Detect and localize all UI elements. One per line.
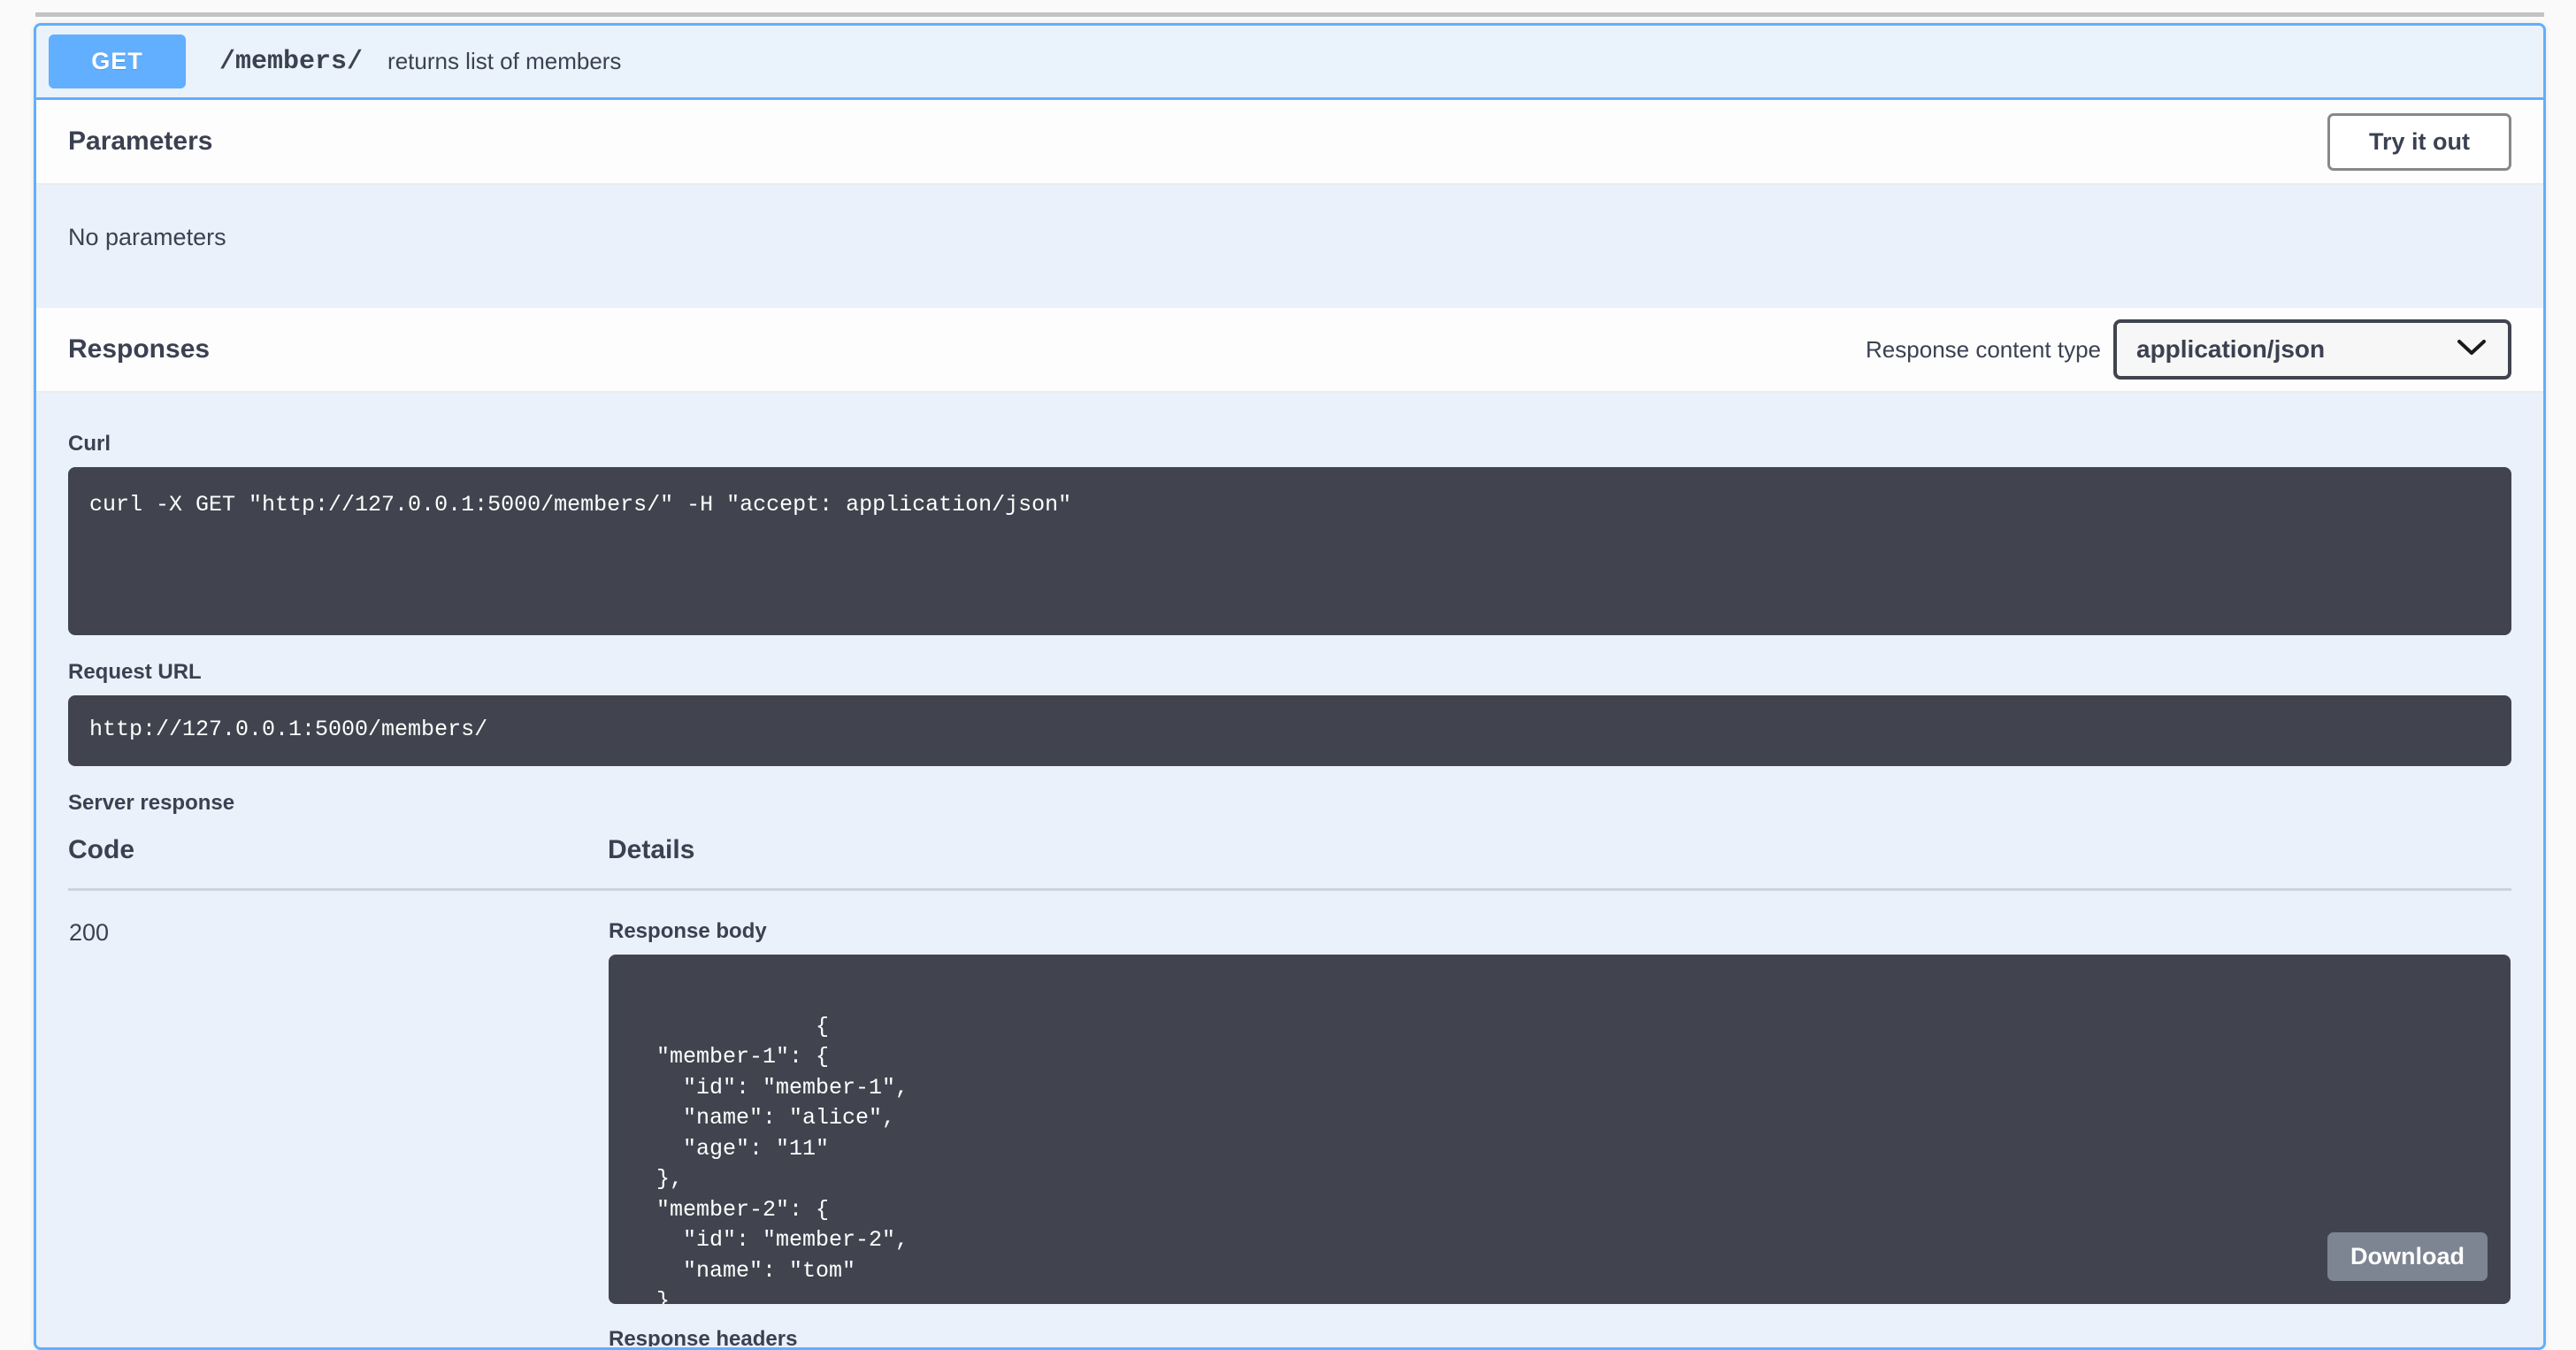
response-content-type-label: Response content type bbox=[1866, 335, 2101, 363]
response-body-json: { "member-1": { "id": "member-1", "name"… bbox=[656, 1013, 909, 1305]
responses-header: Responses Response content type applicat… bbox=[36, 308, 2543, 393]
response-content-type-value: application/json bbox=[2136, 335, 2326, 363]
parameters-title: Parameters bbox=[68, 127, 213, 156]
response-body-label: Response body bbox=[609, 919, 767, 943]
try-it-out-button[interactable]: Try it out bbox=[2327, 112, 2511, 171]
response-headers-label: Response headers bbox=[609, 1327, 798, 1346]
table-row: 200 Response body { "member-1": { "id": … bbox=[68, 890, 2511, 1348]
operation-block-get-members: GET /members/ returns list of members Pa… bbox=[34, 23, 2546, 1350]
curl-label: Curl bbox=[68, 432, 111, 456]
curl-command-block[interactable]: curl -X GET "http://127.0.0.1:5000/membe… bbox=[68, 467, 2511, 635]
response-content-type-select[interactable]: application/json bbox=[2113, 319, 2511, 380]
column-header-details: Details bbox=[608, 826, 2511, 891]
operation-summary-text: returns list of members bbox=[387, 48, 622, 74]
column-header-code: Code bbox=[68, 826, 608, 891]
server-response-label: Server response bbox=[68, 791, 235, 815]
parameters-header: Parameters Try it out bbox=[36, 100, 2543, 185]
download-button[interactable]: Download bbox=[2327, 1232, 2488, 1281]
parameters-body: No parameters bbox=[36, 185, 2543, 308]
response-content-type-group: Response content type application/json bbox=[1866, 319, 2511, 380]
server-response-table: Code Details 200 Response body { "member… bbox=[68, 826, 2511, 1347]
page-top-divider bbox=[35, 12, 2544, 17]
http-method-badge: GET bbox=[49, 35, 186, 88]
no-parameters-text: No parameters bbox=[68, 224, 226, 250]
table-header-row: Code Details bbox=[68, 826, 2511, 891]
response-body-block[interactable]: { "member-1": { "id": "member-1", "name"… bbox=[609, 955, 2511, 1304]
responses-title: Responses bbox=[68, 334, 211, 364]
response-details-cell: Response body { "member-1": { "id": "mem… bbox=[608, 890, 2511, 1348]
responses-body: Curl curl -X GET "http://127.0.0.1:5000/… bbox=[36, 393, 2543, 1347]
chevron-down-icon bbox=[2457, 335, 2487, 364]
response-code-cell: 200 bbox=[69, 919, 110, 946]
operation-summary-header[interactable]: GET /members/ returns list of members bbox=[36, 26, 2543, 100]
operation-path: /members/ bbox=[219, 46, 364, 77]
request-url-block[interactable]: http://127.0.0.1:5000/members/ bbox=[68, 695, 2511, 766]
request-url-label: Request URL bbox=[68, 660, 202, 684]
